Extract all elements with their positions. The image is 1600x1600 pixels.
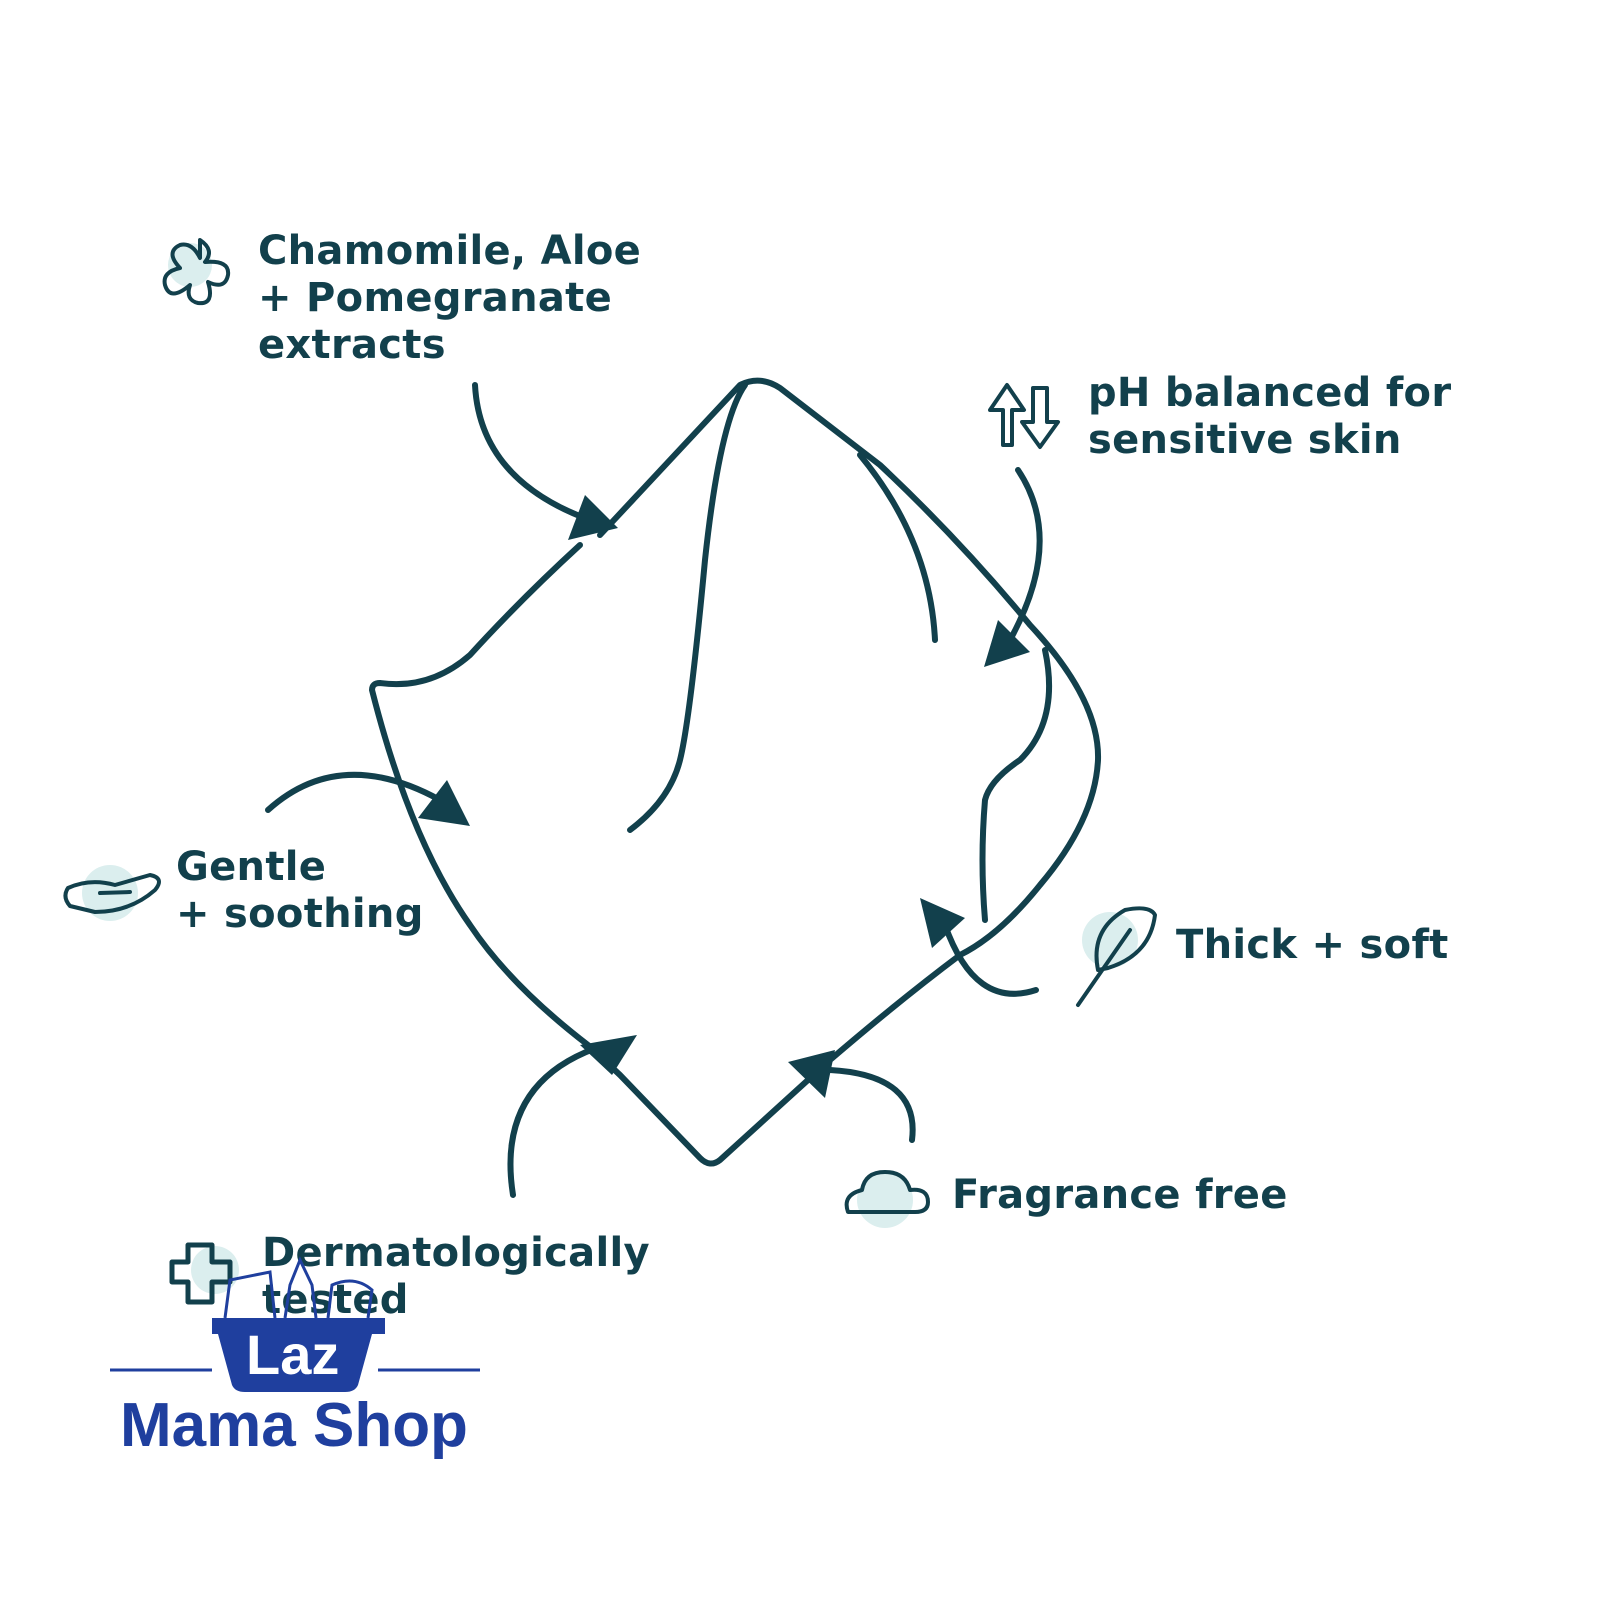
arrowhead	[580, 1035, 637, 1075]
feature-line: + Pomegranate	[258, 275, 613, 321]
wipe-fold-1	[627, 382, 748, 833]
feature-line: sensitive skin	[1088, 417, 1402, 463]
cloud-icon	[844, 1170, 930, 1228]
hand-icon	[63, 865, 161, 921]
ph-arrows-icon	[988, 383, 1060, 449]
wipe-fold-2	[857, 452, 938, 643]
arrowhead	[418, 780, 470, 826]
feature-thick: Thick + soft	[1176, 922, 1449, 969]
arrowhead	[568, 495, 618, 540]
feature-line: Thick + soft	[1176, 922, 1449, 968]
arrowhead	[984, 620, 1030, 667]
arrow-chamomile	[472, 382, 593, 523]
arrow-fragrance	[827, 1067, 916, 1143]
feature-chamomile: Chamomile, Aloe + Pomegranate extracts	[258, 228, 641, 369]
arrow-ph	[1007, 467, 1043, 643]
cross-icon	[169, 1242, 239, 1305]
feature-line: pH balanced for	[1088, 370, 1452, 416]
feature-line: Gentle	[176, 844, 327, 890]
logo-badge: Laz	[246, 1323, 340, 1386]
arrow-gentle	[265, 771, 443, 813]
arrow-derm	[507, 1042, 608, 1198]
wipe-fold-3	[979, 647, 1053, 923]
feather-icon	[1076, 906, 1157, 1007]
arrow-thick	[942, 922, 1039, 997]
feature-line: + soothing	[176, 891, 424, 937]
feature-line: Chamomile, Aloe	[258, 228, 642, 274]
feature-line: Fragrance free	[952, 1172, 1288, 1218]
feature-ph: pH balanced for sensitive skin	[1088, 370, 1451, 464]
arrowhead	[920, 898, 965, 948]
logo-name: Mama Shop	[120, 1391, 468, 1460]
feature-line: extracts	[258, 322, 446, 368]
flower-icon	[162, 238, 231, 306]
arrowhead	[788, 1050, 835, 1098]
feature-fragrance: Fragrance free	[952, 1172, 1288, 1219]
feature-gentle: Gentle + soothing	[176, 844, 424, 938]
feature-line: Dermatologically	[262, 1230, 650, 1276]
